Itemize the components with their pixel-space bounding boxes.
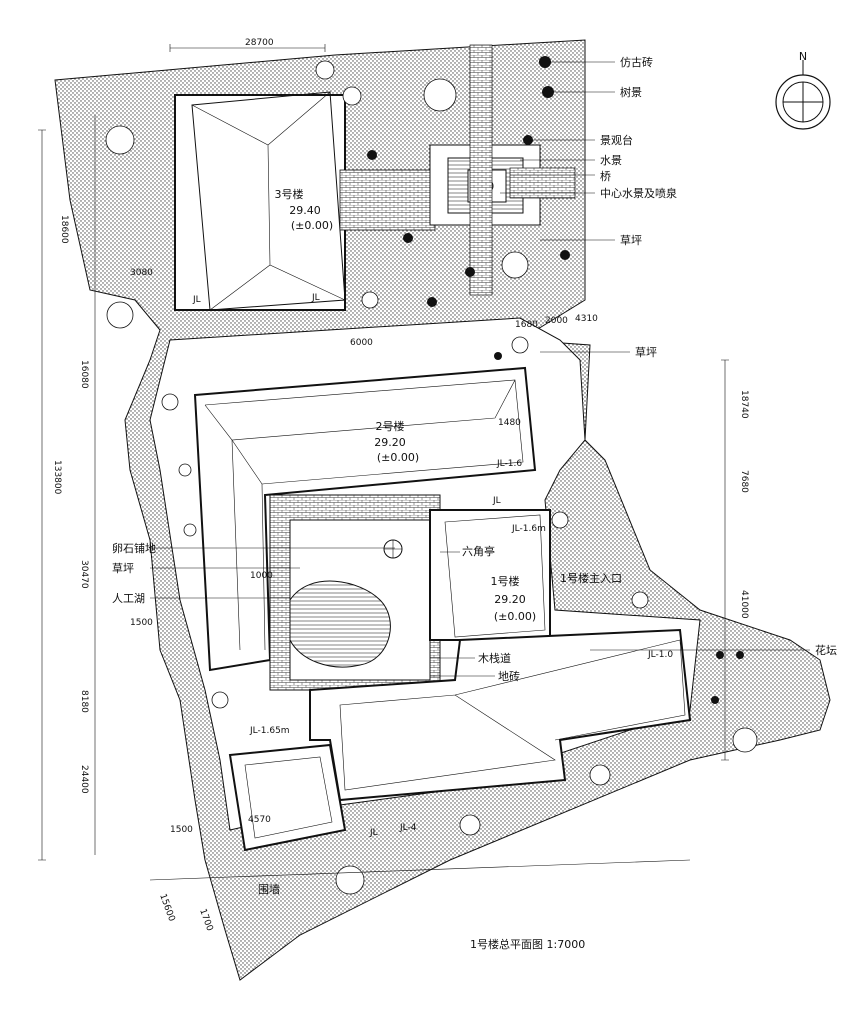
- building-2-level: (±0.00): [377, 451, 419, 464]
- dimension-lines: [38, 44, 729, 881]
- dim-4310: 4310: [575, 314, 598, 324]
- marker-2: JL: [311, 293, 320, 303]
- label-waterside: 卵石铺地: [112, 542, 156, 555]
- building-1-name: 1号楼: [491, 574, 520, 588]
- marker-1: JL: [192, 295, 201, 305]
- page-title: 1号楼总平面图 1:7000: [470, 937, 585, 951]
- lower-wing: [228, 628, 692, 852]
- label-viewing-platform: 景观台: [600, 133, 633, 147]
- dim-left-upper: 18600: [59, 215, 69, 244]
- label-floor-tiles: 地砖: [498, 669, 520, 683]
- label-entrance: 1号楼主入口: [560, 571, 622, 585]
- compass-north-label: N: [799, 50, 807, 63]
- building-3-height: 29.40: [289, 204, 321, 217]
- marker-5: JL-4: [399, 823, 417, 833]
- courtyard: [269, 494, 441, 691]
- label-central-fountain: 中心水景及喷泉: [600, 186, 677, 200]
- label-fake-stone: 仿古砖: [620, 55, 653, 69]
- building-3: [174, 91, 436, 311]
- building-2-name: 2号楼: [376, 419, 405, 433]
- building-3-name: 3号楼: [275, 187, 304, 201]
- dim-1680: 1680: [515, 320, 538, 330]
- label-stepping-stones: 木栈道: [478, 651, 511, 665]
- trees: [105, 60, 758, 895]
- label-bridge: 桥: [600, 170, 611, 183]
- label-lawn-1: 草坪: [620, 234, 642, 247]
- dim-2000: 2000: [545, 316, 568, 326]
- marker-9: JL-1.0: [647, 650, 673, 660]
- north-compass: [775, 60, 831, 130]
- building-1-height: 29.20: [494, 593, 526, 606]
- dim-right-lower: 41000: [739, 590, 749, 619]
- marker-8: JL-1.6m: [511, 524, 546, 534]
- dim-left-lower2: 8180: [79, 690, 89, 713]
- dim-left-middle: 16080: [79, 360, 89, 389]
- label-gate: 围墙: [258, 882, 280, 896]
- dim-3080: 3080: [130, 268, 153, 278]
- dim-15600: 15600: [157, 893, 176, 924]
- building-1: [429, 509, 551, 641]
- marker-7: JL: [492, 496, 501, 506]
- shrubs: [367, 56, 744, 704]
- building-1-level: (±0.00): [494, 610, 536, 623]
- leader-lines: [150, 61, 810, 677]
- label-pavilion: 六角亭: [462, 544, 495, 558]
- marker-3: JL-1.65m: [249, 726, 290, 736]
- dim-left-lower1: 30470: [79, 560, 89, 589]
- dim-left-total: 133800: [52, 460, 62, 495]
- dim-top: 28700: [245, 38, 274, 48]
- dim-left-lower3: 24400: [79, 765, 89, 794]
- marker-4: JL: [369, 828, 378, 838]
- label-lawn-3: 草坪: [112, 562, 134, 575]
- building-2: [193, 366, 537, 672]
- building-3-level: (±0.00): [291, 219, 333, 232]
- dim-6000: 6000: [350, 338, 373, 348]
- dim-1500a: 1500: [130, 618, 153, 628]
- dim-right-upper: 18740: [739, 390, 749, 419]
- label-artificial-hill: 人工湖: [112, 592, 145, 605]
- dim-1500b: 1500: [170, 825, 193, 835]
- dim-1480: 1480: [498, 418, 521, 428]
- building-2-height: 29.20: [374, 436, 406, 449]
- label-flower-bed: 花坛: [815, 644, 837, 657]
- dim-4570: 4570: [248, 815, 271, 825]
- marker-6: JL-1.6: [496, 459, 522, 469]
- central-garden: [429, 44, 576, 296]
- dim-1700: 1700: [197, 908, 214, 933]
- dim-1000: 1000: [250, 571, 273, 581]
- label-water-feature: 水景: [600, 154, 622, 167]
- label-lawn-2: 草坪: [635, 346, 657, 359]
- dim-right-middle: 7680: [739, 470, 749, 493]
- label-scenery: 树景: [620, 85, 642, 99]
